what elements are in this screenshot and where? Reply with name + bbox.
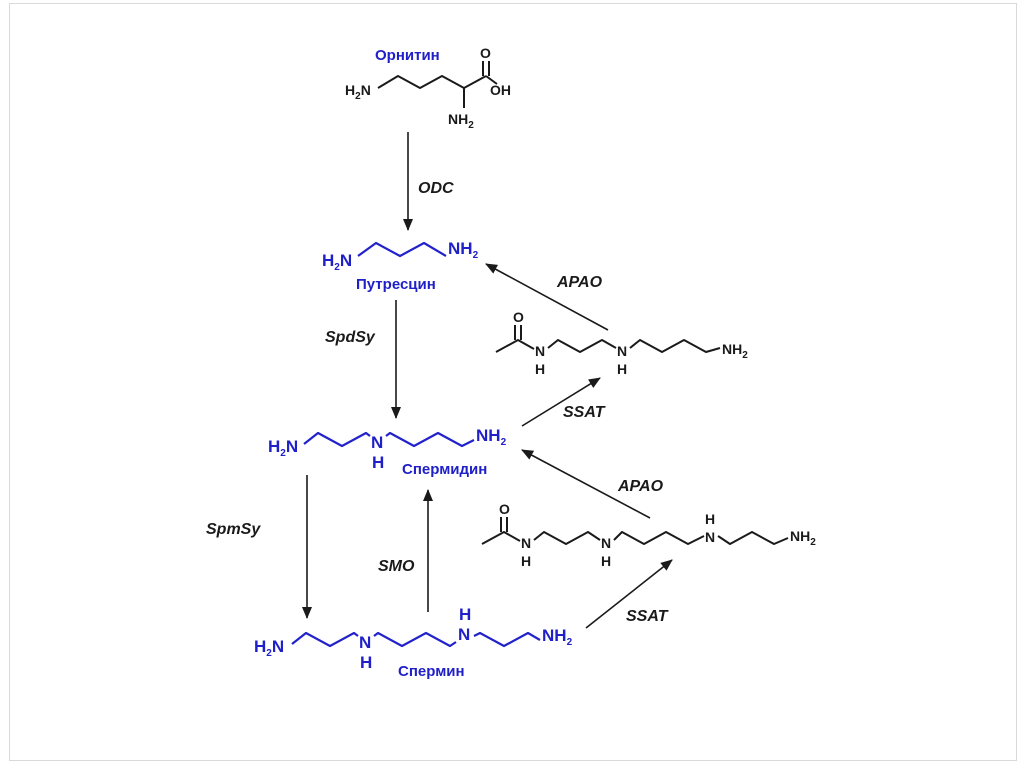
ornithine-alpha-nh2: NH2 <box>448 111 474 131</box>
putrescine-label: Путресцин <box>356 276 436 293</box>
enzyme-ssat-lower-label: SSAT <box>626 608 669 625</box>
acetylspermidine-o: O <box>513 309 524 325</box>
ornithine-structure: Орнитин H2N O OH NH2 <box>345 45 511 131</box>
acetylspermidine-n1: N <box>535 343 545 359</box>
spermidine-n: N <box>371 433 383 452</box>
acetylspermine-n2-h: H <box>601 553 611 569</box>
ornithine-hydroxyl-oh: OH <box>490 82 511 98</box>
acetylspermine-n1: N <box>521 535 531 551</box>
putrescine-structure: H2N NH2 Путресцин <box>322 239 479 293</box>
reaction-arrows <box>302 132 673 629</box>
enzyme-apao-upper-label: APAO <box>556 274 603 291</box>
acetylspermine-structure: O N H N H H N NH2 <box>481 501 816 569</box>
enzyme-ssat-upper-label: SSAT <box>563 404 606 421</box>
arrow-ssat-lower <box>585 559 673 629</box>
acetylspermine-n2: N <box>601 535 611 551</box>
enzyme-spdsy-label: SpdSy <box>325 329 376 346</box>
spermidine-nh2: NH2 <box>476 426 507 448</box>
acetylspermidine-structure: O N H N H NH2 <box>495 309 748 377</box>
spermine-n2-h: H <box>459 605 471 624</box>
acetylspermine-n3-h: H <box>705 511 715 527</box>
ornithine-amine-h2n: H2N <box>345 82 371 102</box>
spermidine-label: Спермидин <box>402 461 487 478</box>
spermidine-nh-h: H <box>372 453 384 472</box>
spermine-structure: H2N N H H N NH2 Спермин <box>254 605 573 680</box>
spermine-n1: N <box>359 633 371 652</box>
spermidine-h2n: H2N <box>268 437 298 459</box>
arrow-apao-upper <box>485 263 609 331</box>
acetylspermidine-n2: N <box>617 343 627 359</box>
spermine-nh2: NH2 <box>542 626 573 648</box>
spermine-n2: N <box>458 625 470 644</box>
enzyme-spmsy-label: SpmSy <box>206 521 261 538</box>
enzyme-odc-label: ODC <box>418 180 454 197</box>
acetylspermidine-nh2: NH2 <box>722 341 748 361</box>
spermine-n1-h: H <box>360 653 372 672</box>
putrescine-nh2: NH2 <box>448 239 479 261</box>
slide-frame <box>9 3 1017 761</box>
arrow-apao-lower <box>521 449 651 519</box>
arrow-ssat-upper <box>521 377 601 427</box>
enzyme-labels: ODC SpdSy SpmSy SMO APAO SSAT APAO SSAT <box>206 180 669 625</box>
spermine-label: Спермин <box>398 663 465 680</box>
putrescine-h2n: H2N <box>322 251 352 273</box>
acetylspermine-nh2: NH2 <box>790 528 816 548</box>
enzyme-smo-label: SMO <box>378 558 415 575</box>
acetylspermine-o: O <box>499 501 510 517</box>
acetylspermine-n3: N <box>705 529 715 545</box>
acetylspermidine-n2-h: H <box>617 361 627 377</box>
ornithine-label: Орнитин <box>375 47 440 64</box>
acetylspermine-n1-h: H <box>521 553 531 569</box>
spermine-h2n: H2N <box>254 637 284 659</box>
ornithine-carbonyl-o: O <box>480 45 491 61</box>
spermidine-structure: H2N N H NH2 Спермидин <box>268 426 507 478</box>
enzyme-apao-lower-label: APAO <box>617 478 664 495</box>
acetylspermidine-n1-h: H <box>535 361 545 377</box>
